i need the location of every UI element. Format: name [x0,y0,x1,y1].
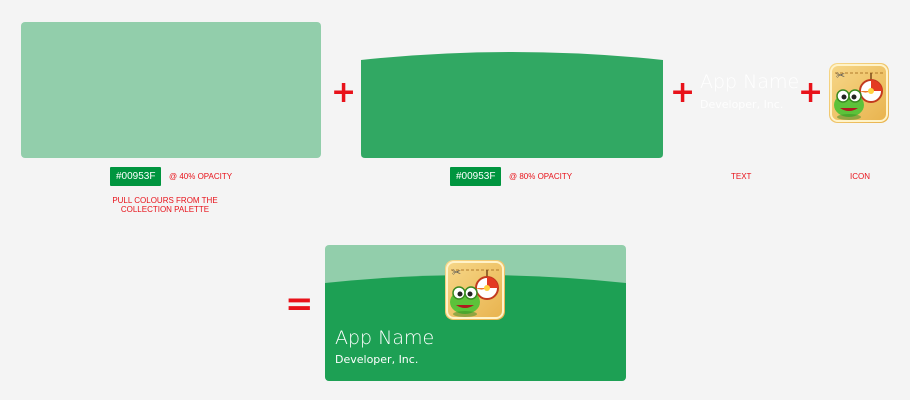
plus-operator-1: + [331,75,357,110]
svg-text:✂: ✂ [452,266,461,279]
plus-operator-3: + [798,75,824,110]
result-card-green-layer [325,275,626,381]
palette-note-line2: COLLECTION PALETTE [120,205,210,214]
equals-operator: = [285,284,314,324]
color-swatch-40: #00953F [110,167,162,186]
palette-note: PULL COLOURS FROM THE COLLECTION PALETTE [100,196,230,214]
sample-developer: Developer, Inc. [700,98,784,111]
text-caption: TEXT [731,172,752,181]
opacity-note-40: @ 40% OPACITY [169,172,233,181]
layer-40-opacity-panel [21,22,321,158]
app-icon: ✂ [829,63,889,123]
result-developer: Developer, Inc. [335,353,419,366]
color-swatch-80: #00953F [450,167,502,186]
result-app-icon: ✂ [445,260,505,320]
result-app-name: App Name [335,327,435,349]
cut-the-rope-icon: ✂ [445,260,505,320]
svg-text:✂: ✂ [836,69,845,82]
cut-the-rope-icon: ✂ [829,63,889,123]
layer-80-opacity-panel [361,52,663,158]
sample-app-name: App Name [700,71,800,93]
opacity-note-80: @ 80% OPACITY [509,172,573,181]
result-card: ✂ App Name Developer, Inc. [325,245,626,381]
palette-note-line1: PULL COLOURS FROM THE [112,196,218,205]
plus-operator-2: + [670,75,696,110]
icon-caption: ICON [850,172,870,181]
